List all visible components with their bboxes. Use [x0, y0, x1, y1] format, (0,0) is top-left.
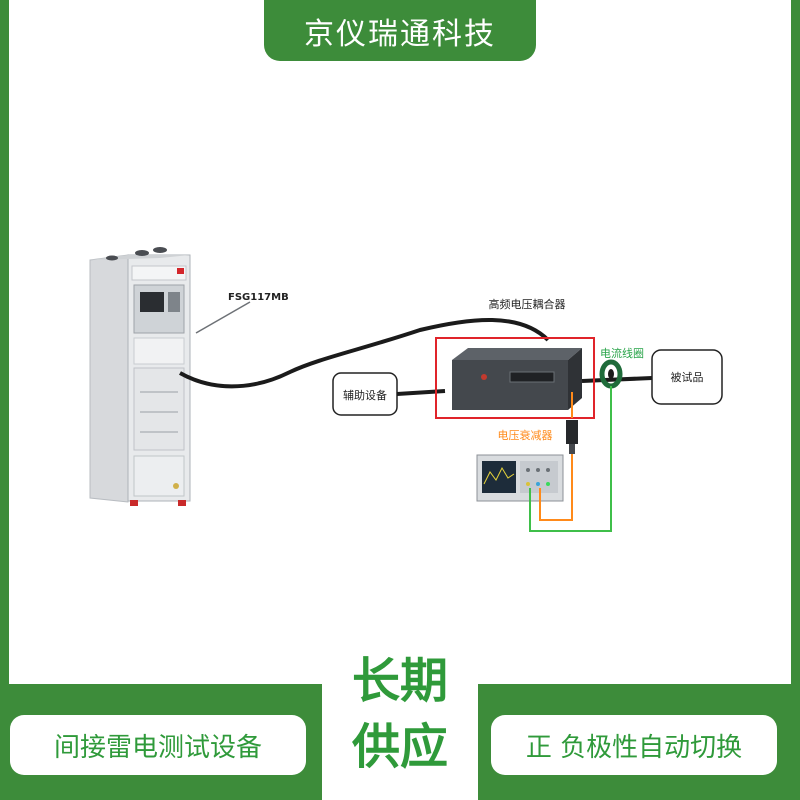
coupler-label: 高频电压耦合器 [489, 297, 566, 311]
footer-card-left: 间接雷电测试设备 [10, 715, 306, 775]
attenuator-label: 电压衰减器 [498, 428, 553, 442]
footer-card-middle [322, 648, 478, 800]
footer-card-right: 正 负极性自动切换 [491, 715, 777, 775]
page-title: 京仪瑞通科技 [264, 0, 536, 61]
device-model-label: FSG117MB [228, 292, 289, 303]
current-coil [599, 359, 623, 389]
oscilloscope [476, 454, 564, 502]
footer-middle-text: 长期 供应 [322, 648, 478, 780]
eut-box [651, 349, 723, 405]
model-pointer-line [195, 301, 251, 334]
voltage-coupler [452, 348, 582, 410]
footer-left-text: 间接雷电测试设备 [53, 732, 262, 763]
voltage-attenuator [566, 392, 578, 454]
aux-equipment-label: 辅助设备 [343, 388, 387, 402]
footer-right-text: 正 负极性自动切换 [525, 732, 743, 763]
current-coil-label: 电流线圈 [600, 346, 644, 360]
footer-middle-line1: 长期 [351, 653, 448, 709]
cable-aux-coupler [396, 389, 446, 396]
generator-cabinet [89, 247, 191, 506]
coupler-highlight-box [435, 337, 595, 419]
footer-middle-line2: 供应 [351, 719, 448, 775]
eut-label: 被试品 [671, 371, 704, 384]
cable-generator-coupler [179, 318, 550, 389]
wire-attenuator-scope [539, 454, 573, 521]
wire-coil-scope [529, 386, 612, 532]
